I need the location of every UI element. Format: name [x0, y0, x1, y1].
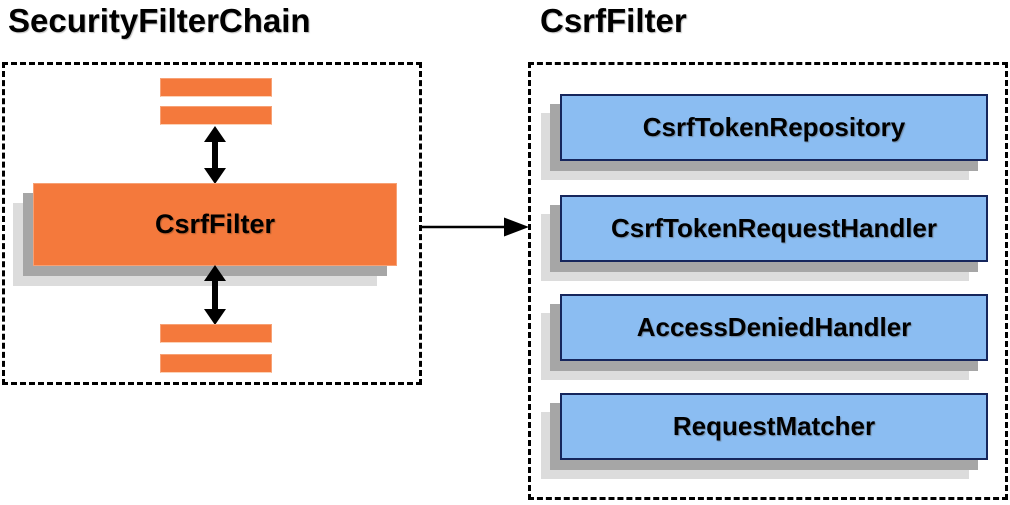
component-label: RequestMatcher: [672, 411, 876, 441]
component-box-csrf-token-request-handler: CsrfTokenRequestHandler: [560, 195, 988, 262]
security-filter-chain-container: [2, 62, 422, 385]
csrf-filter-title: CsrfFilter: [540, 2, 687, 39]
double-arrow-icon: [204, 265, 226, 325]
csrf-filter-container: [528, 62, 1008, 500]
filter-bar: [160, 324, 272, 343]
security-filter-chain-title: SecurityFilterChain: [8, 2, 311, 39]
flow-arrow-icon: [422, 217, 529, 237]
filter-bar: [160, 78, 272, 97]
component-box-access-denied-handler: AccessDeniedHandler: [560, 294, 988, 361]
csrf-filter-box-label: CsrfFilter: [154, 209, 276, 239]
csrf-filter-box: CsrfFilter: [33, 183, 397, 266]
component-label: CsrfTokenRequestHandler: [610, 213, 938, 243]
filter-bar: [160, 354, 272, 373]
component-label: AccessDeniedHandler: [636, 312, 912, 342]
double-arrow-icon: [204, 126, 226, 184]
component-box-csrf-token-repository: CsrfTokenRepository: [560, 94, 988, 161]
component-label: CsrfTokenRepository: [642, 112, 906, 142]
component-box-request-matcher: RequestMatcher: [560, 393, 988, 460]
filter-bar: [160, 106, 272, 125]
